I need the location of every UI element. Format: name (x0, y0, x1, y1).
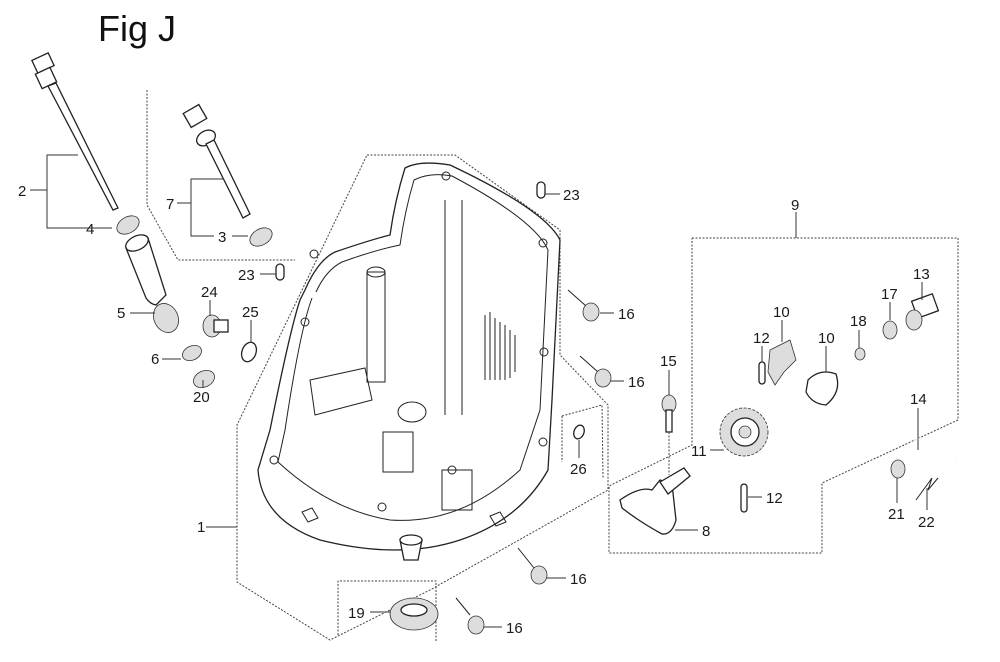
governor-group-boundary (608, 237, 959, 554)
pin-12-upper[interactable] (758, 361, 766, 385)
callout-16-d: 16 (506, 620, 523, 637)
callout-1: 1 (197, 519, 205, 536)
callout-13: 13 (913, 266, 930, 283)
callout-24: 24 (201, 284, 218, 301)
plug-24-shank (213, 319, 229, 333)
crankcase-center-block (382, 431, 414, 473)
governor-shaft-14[interactable] (830, 405, 957, 464)
oil-seal-19-bore (400, 603, 428, 617)
callout-5: 5 (117, 305, 125, 322)
governor-gear-center (738, 425, 752, 439)
dipstick-group-boundary (146, 90, 295, 261)
bolt-15-shank (665, 409, 673, 433)
callout-10-right: 10 (818, 330, 835, 347)
crankcase-right-block (441, 469, 473, 511)
callout-17: 17 (881, 286, 898, 303)
callout-9: 9 (791, 197, 799, 214)
washer-21[interactable] (890, 459, 906, 479)
dowel-pin-23-right[interactable] (536, 181, 546, 199)
crankcase-foot-top (399, 534, 423, 546)
callout-3: 3 (218, 229, 226, 246)
bolt-16-b[interactable] (579, 355, 612, 388)
washer-17[interactable] (882, 320, 898, 340)
callout-18: 18 (850, 313, 867, 330)
crankcase-tab-right (489, 511, 507, 527)
callout-16-b: 16 (628, 374, 645, 391)
clip-6[interactable] (180, 342, 204, 363)
callout-15: 15 (660, 353, 677, 370)
callout-14: 14 (910, 391, 927, 408)
bolt-16-a[interactable] (567, 289, 600, 322)
governor-weight-10-right[interactable] (805, 371, 839, 406)
callout-11: 11 (691, 443, 707, 460)
callout-25: 25 (242, 304, 259, 321)
o-ring-3[interactable] (247, 224, 276, 250)
o-ring-4[interactable] (114, 212, 143, 238)
plug-24[interactable] (202, 314, 229, 338)
crankcase-block-left (309, 367, 373, 416)
callout-2: 2 (18, 183, 26, 200)
callout-6: 6 (151, 351, 159, 368)
callout-8: 8 (702, 523, 710, 540)
callout-16-a: 16 (618, 306, 635, 323)
holder-13-flange (905, 309, 923, 331)
callout-12-upper: 12 (753, 330, 770, 347)
dipstick-long[interactable] (31, 51, 119, 211)
crankcase-cover[interactable] (257, 162, 561, 561)
filler-tube-body (125, 237, 167, 306)
bolt-15[interactable] (661, 394, 677, 433)
callout-4: 4 (86, 221, 94, 238)
dipstick-short-blade (205, 139, 251, 219)
washer-25[interactable] (239, 340, 259, 364)
crankcase-flange (257, 162, 561, 551)
crankcase-bolt-holes (269, 171, 549, 512)
callout-12-lower: 12 (766, 490, 783, 507)
dipstick-long-blade (47, 82, 119, 211)
figure-title: Fig J (98, 8, 177, 49)
callout-21: 21 (888, 506, 905, 523)
leader-lines (30, 154, 928, 628)
callout-23-right: 23 (563, 187, 580, 204)
pin-12-lower[interactable] (740, 483, 748, 513)
o-ring-20[interactable] (191, 367, 218, 391)
callout-labels: 1 2 3 4 5 6 7 8 9 10 10 11 12 12 13 14 1… (18, 183, 935, 637)
filler-tube-top (125, 234, 149, 252)
washer-26[interactable] (572, 424, 586, 441)
callout-10-left: 10 (773, 304, 790, 321)
governor-weight-10-left[interactable] (767, 339, 797, 386)
crankcase-inner-edge (277, 174, 549, 521)
dowel-pin-23-left[interactable] (275, 263, 285, 281)
oil-filler-tube[interactable] (123, 232, 183, 337)
callout-22: 22 (918, 514, 935, 531)
crankcase-fins (484, 312, 516, 380)
governor-gear-11[interactable] (719, 407, 769, 457)
crankcase-boss (366, 271, 386, 383)
holder-13[interactable] (905, 292, 940, 331)
crankcase-boss-top (366, 266, 386, 278)
clip-18[interactable] (854, 347, 866, 361)
governor-arm-8[interactable] (619, 467, 691, 535)
governor-arm-shaft (659, 467, 691, 495)
dipstick-short[interactable] (182, 103, 251, 219)
callout-19: 19 (348, 605, 365, 622)
callout-7: 7 (166, 196, 174, 213)
callout-16-c: 16 (570, 571, 587, 588)
oil-seal-19[interactable] (389, 597, 439, 631)
bolt-16-c[interactable] (517, 547, 548, 585)
crankcase-center-boss (397, 401, 427, 423)
callout-23-left: 23 (238, 267, 255, 284)
pin-22[interactable] (915, 477, 939, 501)
filler-tube-thread (153, 303, 179, 333)
crankcase-group-boundary (236, 154, 609, 641)
governor-arm-plate (619, 479, 677, 535)
callout-20: 20 (193, 389, 210, 406)
callout-26: 26 (570, 461, 587, 478)
dipstick-short-cap (182, 103, 208, 129)
bolt-16-d[interactable] (455, 597, 485, 635)
crankcase-tab-left (301, 507, 319, 523)
